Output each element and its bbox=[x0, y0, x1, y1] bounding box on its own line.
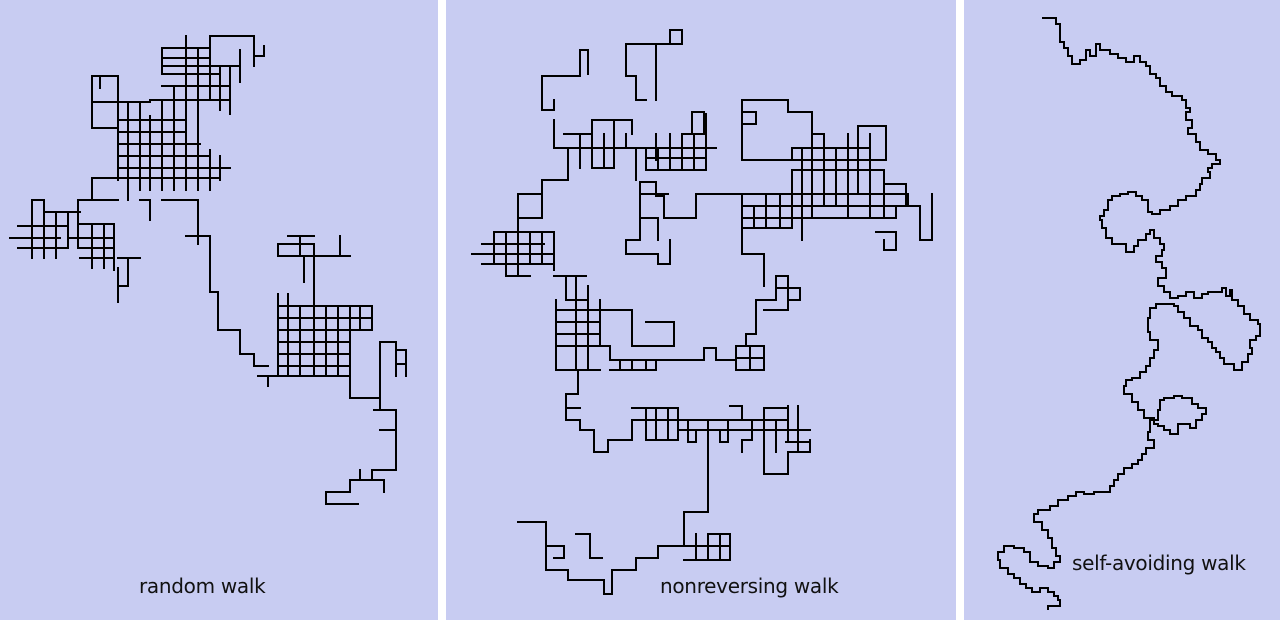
nonreversing-walk-path bbox=[471, 29, 933, 595]
self-avoiding-walk-caption: self-avoiding walk bbox=[1072, 551, 1246, 575]
random-walk-path bbox=[9, 35, 407, 505]
self-avoiding-walk-panel: self-avoiding walk bbox=[964, 0, 1280, 620]
random-walk-panel: random walk bbox=[0, 0, 438, 620]
nonreversing-walk-panel: nonreversing walk bbox=[446, 0, 956, 620]
self-avoiding-walk-path bbox=[997, 17, 1261, 610]
random-walk-caption: random walk bbox=[139, 574, 266, 598]
nonreversing-walk-caption: nonreversing walk bbox=[660, 574, 839, 598]
